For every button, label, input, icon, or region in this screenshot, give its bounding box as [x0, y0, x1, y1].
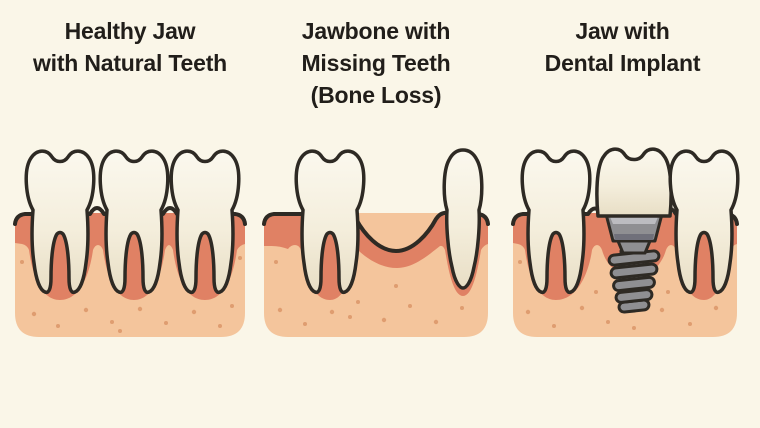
title-line: Jawbone with [301, 18, 451, 44]
title-line: with Natural Teeth [32, 50, 228, 76]
implant-screw [604, 212, 664, 314]
implant-crown [595, 147, 673, 218]
title-line: Healthy Jaw [64, 18, 196, 44]
panel-healthy-jaw [13, 149, 247, 337]
screw-thread [614, 288, 654, 304]
implant-collar [616, 239, 652, 255]
panel-title-healthy-jaw: Healthy Jaw with Natural Teeth [15, 15, 245, 79]
screw-thread [609, 262, 659, 280]
bone-speckles [20, 256, 242, 333]
panel-dental-implant [511, 147, 740, 337]
abutment-highlight [610, 217, 658, 224]
screw-thread [612, 275, 656, 293]
title-line: (Bone Loss) [310, 82, 442, 108]
title-line: Missing Teeth [301, 50, 451, 76]
panel-title-bone-loss: Jawbone with Missing Teeth (Bone Loss) [264, 15, 488, 111]
panel-bone-loss [262, 148, 490, 337]
bone-speckles [274, 258, 476, 326]
abutment-shadow [614, 234, 654, 240]
panel-title-dental-implant: Jaw with Dental Implant [508, 15, 737, 79]
title-line: Dental Implant [544, 50, 701, 76]
title-line: Jaw with [575, 18, 670, 44]
